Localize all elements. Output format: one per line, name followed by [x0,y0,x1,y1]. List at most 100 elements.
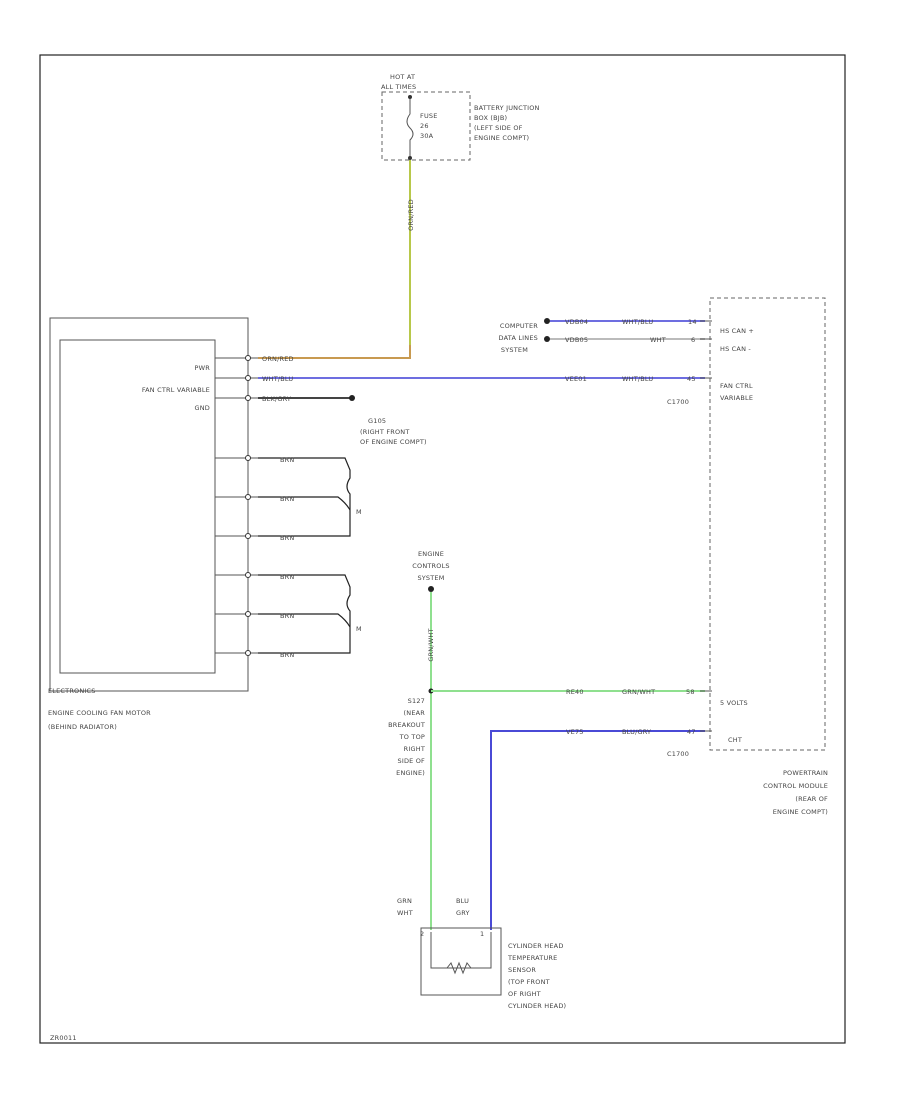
five-volt-circuit: RE40 [566,688,584,696]
wire-pwr-vertical [258,160,411,359]
pin-pwr [245,355,251,361]
bjb-desc-4: ENGINE COMPT) [474,134,529,142]
bjb-outline [381,91,471,161]
cylinder-head-temperature-sensor: GRN WHT BLU GRY 2 1 CYLINDER HEAD TEMPER… [397,897,566,1010]
cht-desc-6: CYLINDER HEAD) [508,1002,566,1010]
hot-label-line2: ALL TIMES [381,83,416,91]
ecs-label-2: CONTROLS [412,562,449,570]
cht-circuit: VE75 [566,728,584,736]
cdl-row1-wire: WHT/BLU [622,318,653,326]
cdl-label-1: COMPUTER [500,322,538,330]
fan-ctrl-circuit: VEE01 [565,375,587,383]
splice-desc-5: SIDE OF [398,757,426,765]
bjb-desc-2: BOX (BJB) [474,114,507,122]
cht-wire1-line1: GRN [397,897,412,905]
pcm-desc-3: (REAR OF [795,795,828,803]
cdl-connector-2 [544,336,550,342]
splice-s127-label: S127 (NEAR BREAKOUT TO TOP RIGHT SIDE OF… [388,697,425,777]
pin-m2-b [245,611,251,617]
m2-mid-loop [258,613,351,628]
wire-pwr-orn-red [258,345,411,359]
pcm-pin-variable: VARIABLE [720,394,753,402]
pin-gnd [245,395,251,401]
bjb-desc-1: BATTERY JUNCTION [474,104,540,112]
wire-label-ctrl-left: WHT/BLU [262,375,293,383]
cdl-row2-pin: 6 [691,336,695,344]
fan-ctrl-pin: 45 [687,375,696,383]
ground-g105-symbol [349,395,355,401]
fuse-terminal-top [408,95,412,99]
wire-label-brn-3: BRN [280,534,294,542]
footer-code: ZR0011 [50,1034,77,1042]
computer-data-lines: COMPUTER DATA LINES SYSTEM VDB04 WHT/BLU… [499,318,705,354]
cht-desc-5: OF RIGHT [508,990,541,998]
wire-label-pwr: ORN/RED [262,355,294,363]
m2-outer-loop [258,574,351,654]
splice-desc-4: RIGHT [404,745,425,753]
ecs-label-3: SYSTEM [417,574,444,582]
motor-1-circuit: BRN BRN BRN M [215,455,362,542]
motor-2-circuit: BRN BRN BRN M [215,572,362,659]
cdl-row1-circuit: VDB04 [565,318,588,326]
wire-label-brn-1: BRN [280,456,294,464]
pin-label-pwr: PWR [195,364,211,372]
cht-wire2-line2: GRY [456,909,470,917]
engine-controls-system: ENGINE CONTROLS SYSTEM [412,550,450,592]
cht-connector: C1700 [667,750,689,758]
cht-pin-1: 2 [420,930,424,938]
cht-desc-4: (TOP FRONT [508,978,550,986]
pin-ctrl [245,375,251,381]
ecs-label-1: ENGINE [418,550,444,558]
pcm-pin-5-volts: 5 VOLTS [720,699,748,707]
cdl-row2-wire: WHT [650,336,666,344]
splice-desc-6: ENGINE) [396,769,425,777]
m1-mid-loop [258,496,351,511]
fuse-number: 26 [420,122,429,130]
cht-pin: 47 [687,728,696,736]
ground-desc-2: OF ENGINE COMPT) [360,438,427,446]
hot-label-line1: HOT AT [390,73,415,81]
fan-motor-desc-2: (BEHIND RADIATOR) [48,723,117,731]
cht-pin-2: 1 [480,930,484,938]
m1-outer-loop [258,457,351,537]
wire-label-brn-2: BRN [280,495,294,503]
cdl-label-2: DATA LINES [499,334,538,342]
pcm-desc-2: CONTROL MODULE [763,782,828,790]
cdl-row1-pin: 14 [688,318,697,326]
cdl-row2-circuit: VDB05 [565,336,588,344]
cht-thermistor-symbol [446,961,472,975]
battery-junction-box: HOT AT ALL TIMES FUSE 26 30A BATTERY JUN… [381,73,540,161]
cht-wire: BLU/GRY [622,728,651,736]
pcm-pin-cht: CHT [728,736,742,744]
diagram-frame [39,54,846,1044]
pin-label-fan-ctrl: FAN CTRL VARIABLE [142,386,210,394]
wire-label-brn-6: BRN [280,651,294,659]
pcm-pin-stubs [700,320,712,732]
wire-label-gnd: BLK/GRY [262,395,291,403]
wire-label-brn-5: BRN [280,612,294,620]
cht-desc-1: CYLINDER HEAD [508,942,564,950]
ecs-connector [428,586,434,592]
cdl-connector-1 [544,318,550,324]
fuse-rating: 30A [420,132,434,140]
splice-desc-1: (NEAR [404,709,426,717]
pcm-pin-fan-ctrl: FAN CTRL [720,382,753,390]
splice-id: S127 [408,697,425,705]
fuse-terminal-bottom [408,156,412,160]
wire-cht [490,730,705,930]
pcm-pin-hs-can-plus: HS CAN + [720,327,754,335]
pin-m1-a [245,455,251,461]
cht-desc-2: TEMPERATURE [507,954,557,962]
fuse-symbol [406,99,414,158]
motor-2-label: M [356,625,362,633]
cht-sensor-box [420,927,502,996]
fan-ctrl-wire: WHT/BLU [622,375,653,383]
fan-motor-outer-box [49,317,249,692]
pin-m1-c [245,533,251,539]
cht-wire1-line2: WHT [397,909,413,917]
splice-desc-3: TO TOP [399,733,425,741]
wire-label-grn-wht-vertical: GRN/WHT [427,628,435,661]
pcm-pin-hs-can-minus: HS CAN - [720,345,751,353]
powertrain-control-module: HS CAN + HS CAN - FAN CTRL VARIABLE 5 VO… [709,297,828,816]
